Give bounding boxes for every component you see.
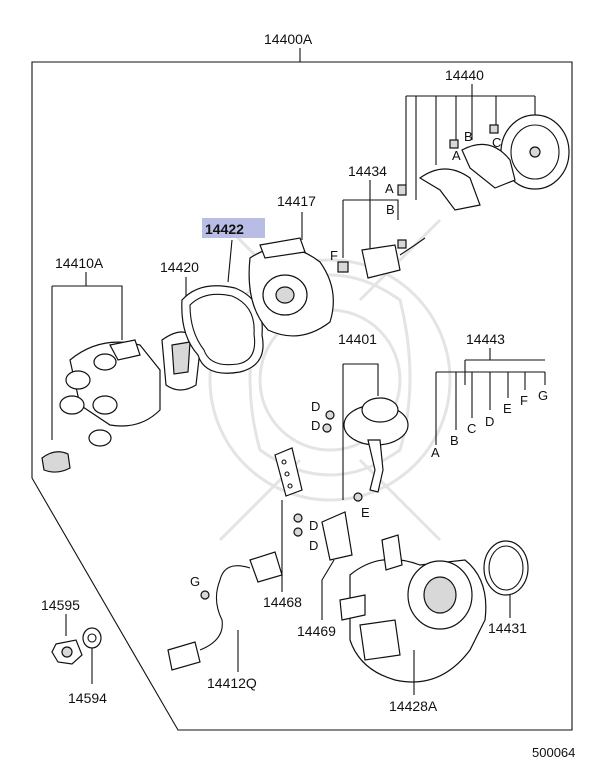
callout-bolt-kit[interactable]: 14443	[466, 331, 505, 347]
distributor-cap	[41, 339, 161, 473]
letter-bracket-d1[interactable]: D	[309, 518, 318, 533]
letter-14443-f[interactable]: F	[520, 393, 528, 408]
letter-vacuum-d2[interactable]: D	[311, 418, 320, 433]
letter-14434-b[interactable]: B	[386, 202, 395, 217]
bracket-plate	[274, 447, 303, 497]
pickup-coil	[337, 184, 426, 279]
callout-cap[interactable]: 14410A	[55, 255, 104, 271]
letter-vacuum-d1[interactable]: D	[311, 399, 320, 414]
callout-vacuum-unit[interactable]: 14401	[338, 331, 377, 347]
letter-harness-g[interactable]: G	[190, 574, 200, 589]
letter-14434-a[interactable]: A	[385, 181, 394, 196]
nut	[51, 639, 83, 665]
letter-14443-c[interactable]: C	[467, 421, 476, 436]
assembly-frame	[31, 61, 573, 731]
callout-cover[interactable]: 14417	[277, 193, 316, 209]
letter-14443-b[interactable]: B	[450, 433, 459, 448]
letter-14434-f[interactable]: F	[330, 248, 338, 263]
letter-vacuum-e[interactable]: E	[361, 505, 370, 520]
letter-14443-e[interactable]: E	[503, 401, 512, 416]
highlight-gasket	[202, 218, 265, 238]
diagram-code: 500064	[532, 745, 575, 760]
wire-harness	[167, 551, 283, 671]
o-ring	[483, 540, 529, 596]
callout-harness[interactable]: 14412Q	[207, 675, 257, 691]
letter-14443-d[interactable]: D	[485, 414, 494, 429]
letter-14443-g[interactable]: G	[538, 388, 548, 403]
gasket	[181, 285, 264, 374]
letter-14440-a[interactable]: A	[452, 148, 461, 163]
callout-bracket-a[interactable]: 14468	[263, 594, 302, 610]
callout-pickup-kit[interactable]: 14434	[348, 163, 387, 179]
washer	[82, 627, 102, 649]
letter-14443-a[interactable]: A	[431, 445, 440, 460]
callout-bracket-b[interactable]: 14469	[297, 623, 336, 639]
letter-14440-c[interactable]: C	[492, 135, 501, 150]
bracket-b	[293, 511, 353, 561]
letter-bracket-d2[interactable]: D	[309, 538, 318, 553]
callout-housing[interactable]: 14428A	[389, 698, 438, 714]
callout-washer[interactable]: 14594	[68, 690, 107, 706]
rotor	[161, 331, 201, 391]
watermark	[208, 218, 452, 542]
callout-o-ring[interactable]: 14431	[488, 620, 527, 636]
vacuum-advance	[322, 397, 409, 502]
callout-main-assembly[interactable]: 14400A	[264, 31, 313, 47]
callout-gasket[interactable]: 14422	[205, 221, 244, 237]
pickup-plate	[418, 114, 570, 211]
callout-nut[interactable]: 14595	[41, 597, 80, 613]
cover	[248, 237, 334, 337]
callout-screw-kit[interactable]: 14440	[445, 67, 484, 83]
callout-rotor[interactable]: 14420	[160, 259, 199, 275]
distributor-housing	[339, 534, 487, 683]
letter-14440-b[interactable]: B	[464, 129, 473, 144]
